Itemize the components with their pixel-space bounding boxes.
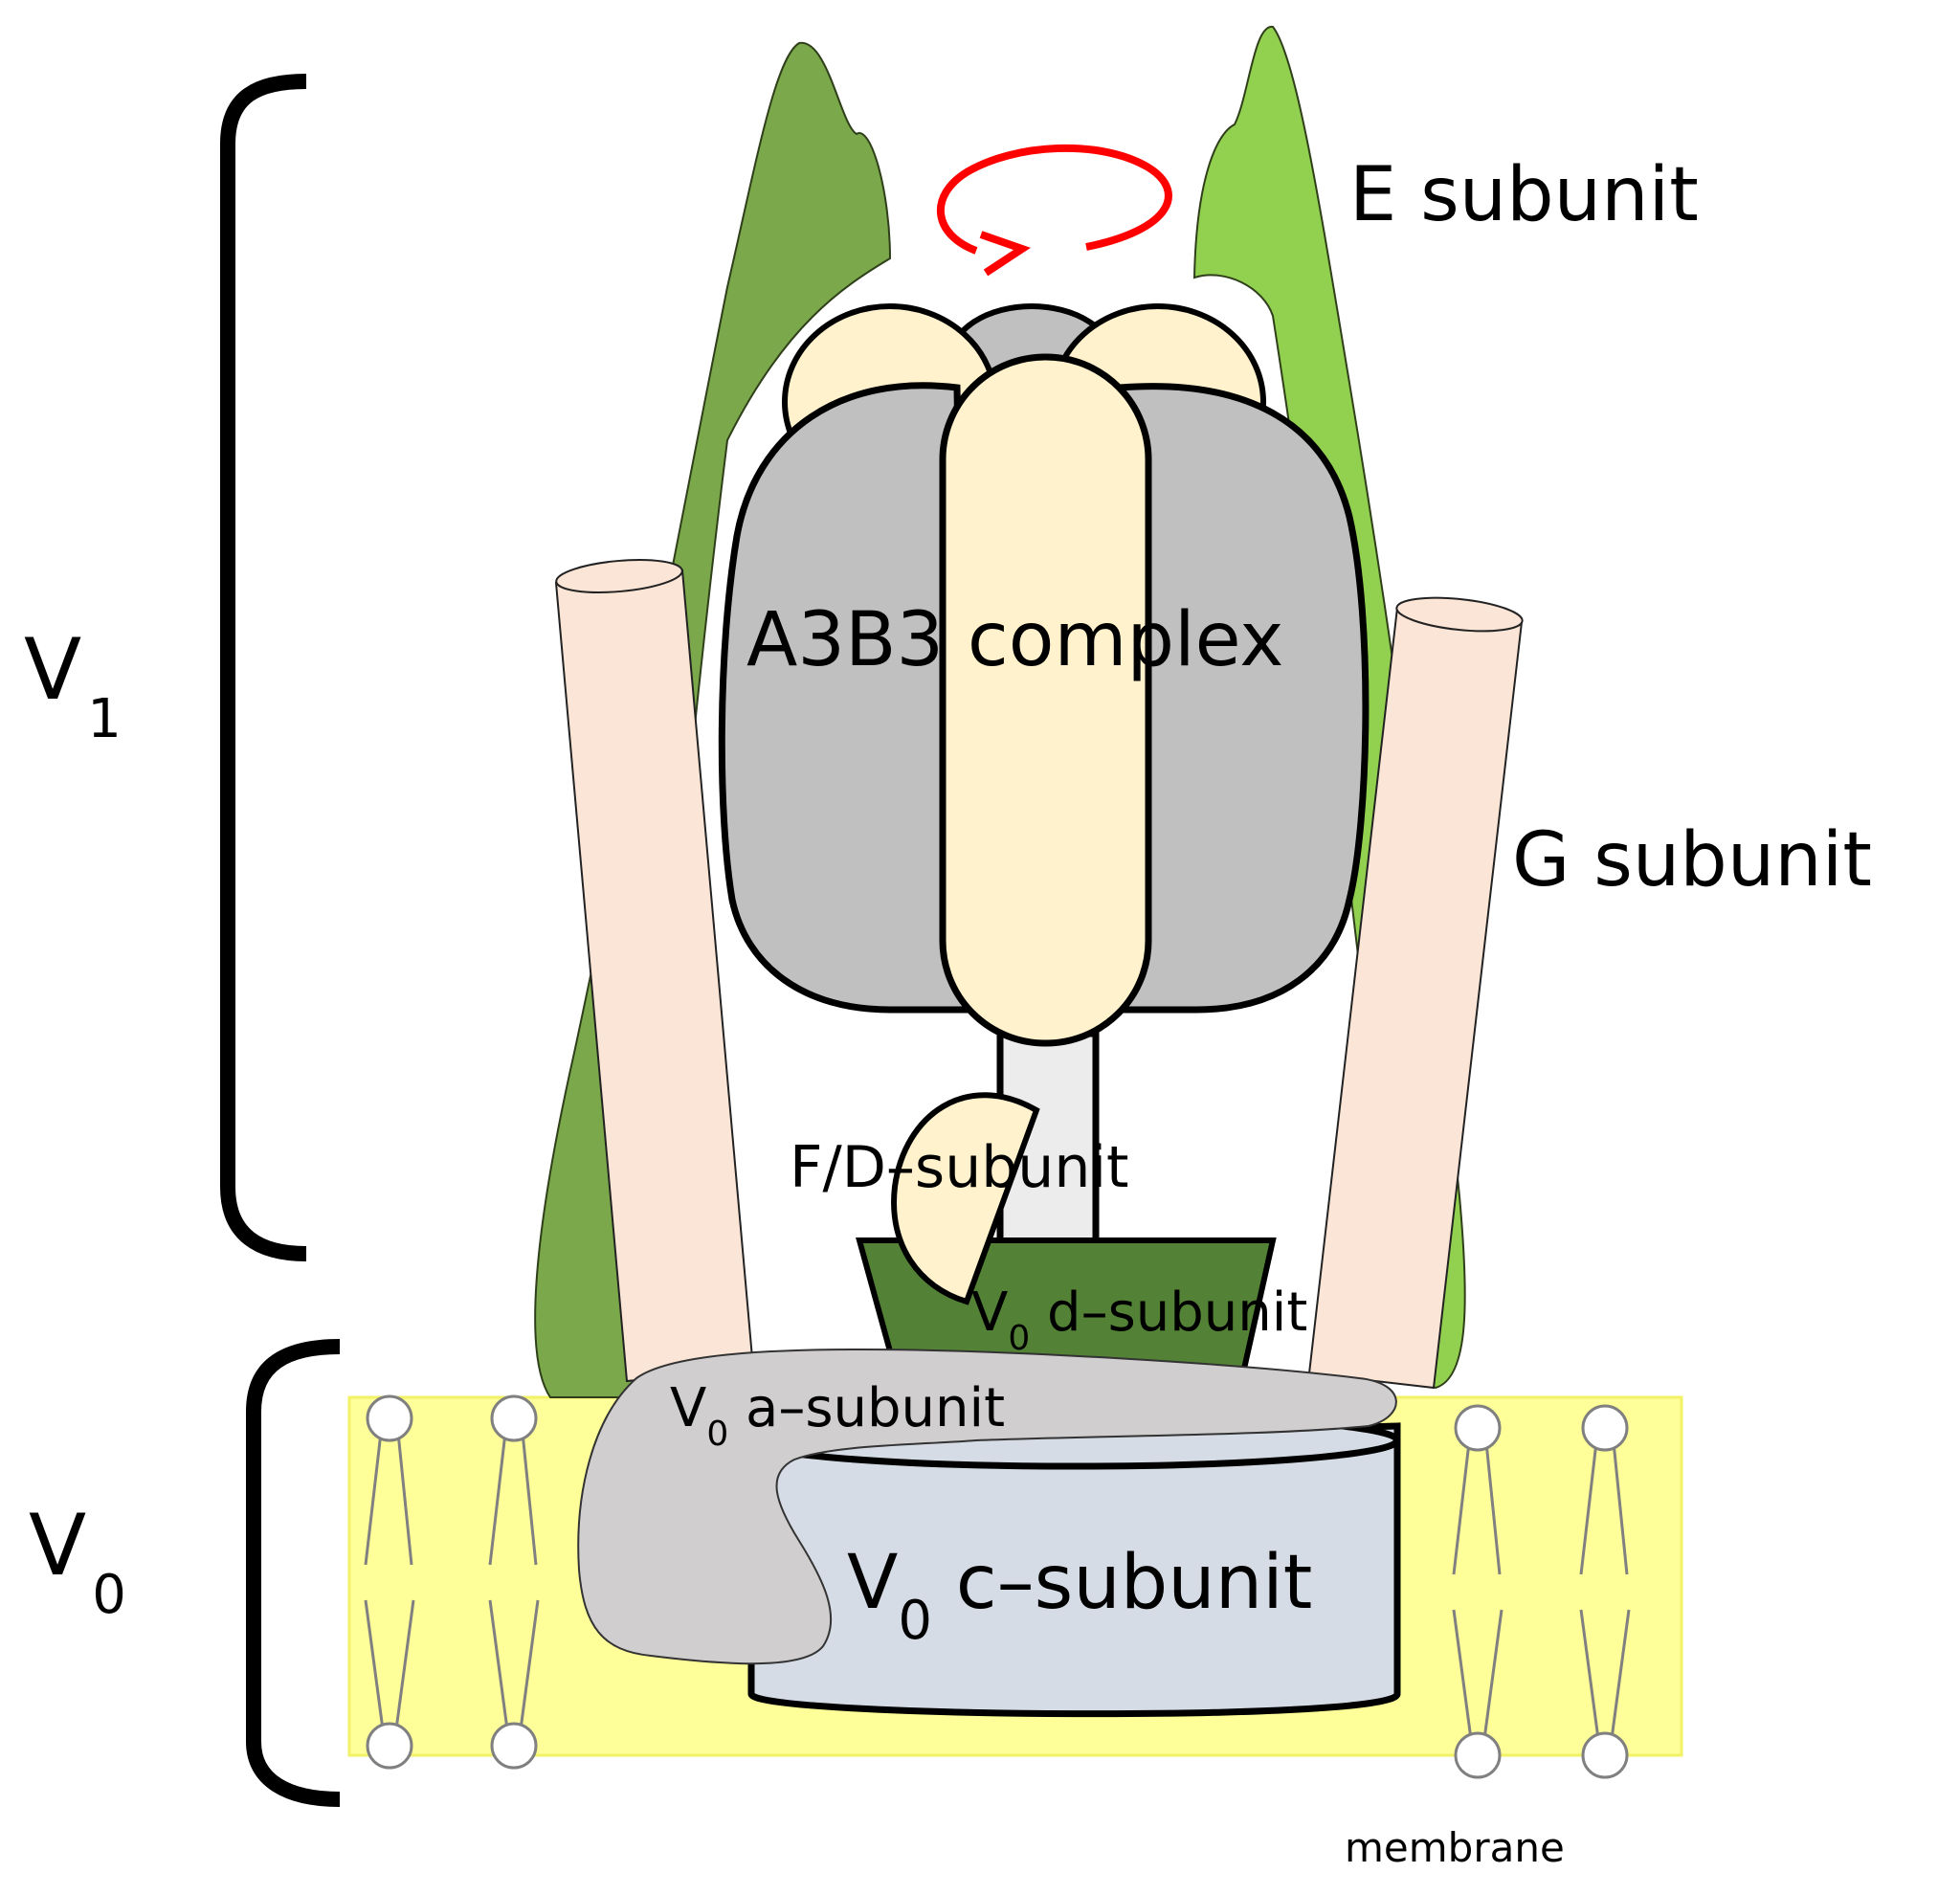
a-subunit-right [1116, 383, 1370, 1014]
v1-bracket [220, 74, 307, 1261]
fd-subunit-label: F/D–subunit [790, 1134, 1129, 1201]
rotation-arrow-icon [937, 144, 1172, 277]
g-subunit-label: G subunit [1512, 817, 1872, 903]
e-subunit-label: E subunit [1349, 152, 1699, 238]
lipid-left-2 [488, 1394, 540, 1770]
membrane-label: membrane [1345, 1824, 1565, 1871]
v0-label: V0 [29, 1496, 126, 1626]
v0-c-subunit-label: V0 c–subunit [847, 1540, 1312, 1652]
g-subunit-right [1307, 596, 1524, 1390]
a3b3-complex [718, 303, 1370, 1047]
lipid-right-2 [1579, 1404, 1631, 1779]
v0-d-subunit-label: V0 d–subunit [971, 1282, 1307, 1358]
b-subunit-center [939, 353, 1152, 1047]
a3b3-complex-label: A3B3 complex [746, 597, 1283, 683]
fd-subunit-shape [891, 1092, 1040, 1305]
v0-bracket [246, 1339, 341, 1807]
lipid-right-1 [1452, 1404, 1503, 1779]
v1-label: V1 [24, 620, 122, 750]
a-subunit-left [718, 382, 970, 1014]
g-subunit-left [554, 559, 755, 1383]
v0-a-subunit-label: V0 a–subunit [670, 1377, 1005, 1454]
v0-a-subunit-shape [577, 1348, 1397, 1665]
lipid-left-1 [364, 1394, 415, 1770]
